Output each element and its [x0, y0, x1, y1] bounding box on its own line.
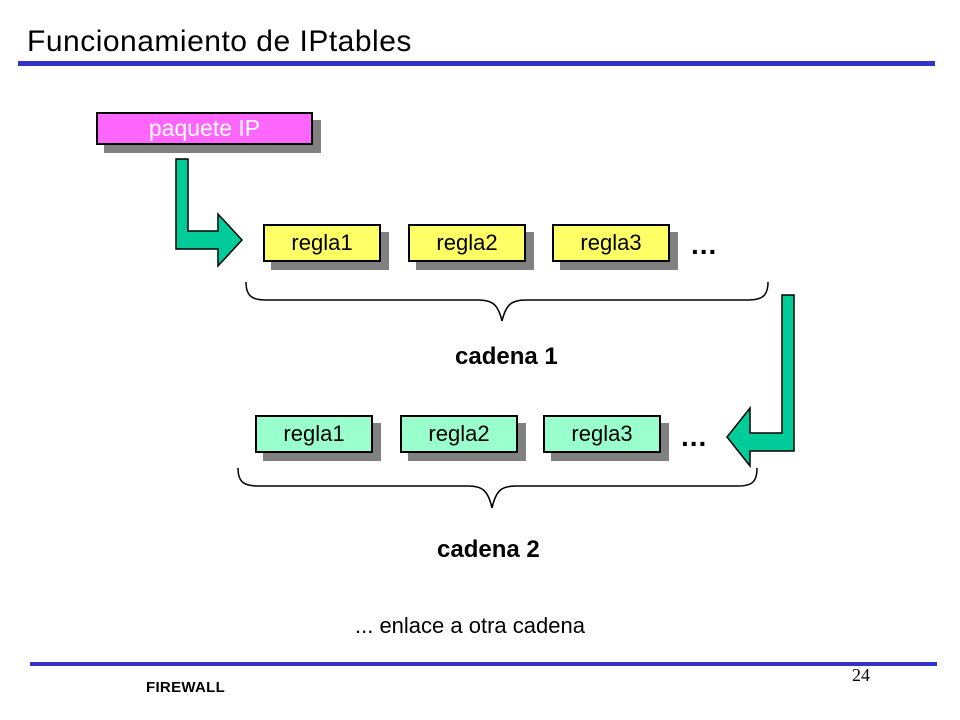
- packet-ip-box: paquete IP: [96, 112, 313, 145]
- chain2-ellipsis: ...: [681, 421, 708, 452]
- footer-label: FIREWALL: [146, 679, 226, 696]
- chain1-rule2-box: regla2: [408, 224, 526, 262]
- link-note-text: ... enlace a otra cadena: [355, 613, 585, 638]
- underbrace-chain2-icon: [237, 467, 758, 509]
- chain1-label: cadena 1: [455, 343, 558, 370]
- chain1-rule3-label: regla3: [580, 230, 642, 255]
- chain2-rule3-label: regla3: [571, 421, 633, 446]
- packet-ip-label: paquete IP: [148, 115, 261, 141]
- chain2-rule2-box: regla2: [400, 415, 518, 453]
- arrow-down-right-icon: [175, 158, 244, 268]
- underbrace-chain1-icon: [245, 281, 769, 322]
- footer-divider: [30, 662, 937, 666]
- title-divider: [18, 61, 935, 66]
- chain1-rule2-label: regla2: [436, 230, 498, 255]
- chain2-rule1-box: regla1: [255, 415, 373, 453]
- chain1-rule3-box: regla3: [552, 224, 670, 262]
- arrow-down-left-icon: [726, 294, 795, 469]
- chain1-rule1-label: regla1: [291, 230, 353, 255]
- page-title: Funcionamiento de IPtables: [27, 25, 412, 58]
- chain1-rule1-box: regla1: [263, 224, 381, 262]
- chain2-rule2-label: regla2: [428, 421, 490, 446]
- chain2-rule1-label: regla1: [283, 421, 345, 446]
- chain2-label: cadena 2: [437, 536, 540, 563]
- chain1-ellipsis: ...: [691, 229, 718, 260]
- chain2-rule3-box: regla3: [543, 415, 661, 453]
- page-number: 24: [852, 665, 870, 685]
